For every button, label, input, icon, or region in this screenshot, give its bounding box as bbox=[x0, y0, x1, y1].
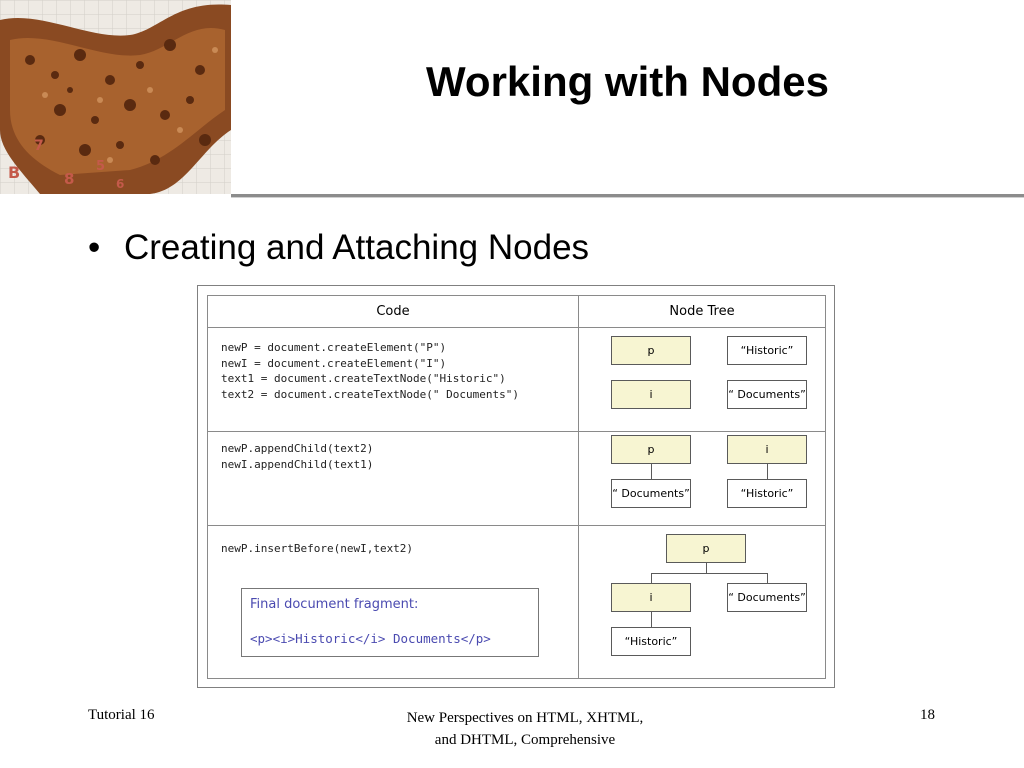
node-text-documents: “ Documents” bbox=[611, 479, 691, 508]
svg-text:5: 5 bbox=[96, 159, 105, 174]
svg-text:6: 6 bbox=[116, 177, 124, 191]
node-i: i bbox=[611, 380, 691, 409]
node-p: p bbox=[666, 534, 746, 563]
svg-text:B: B bbox=[8, 163, 20, 182]
tree-connector bbox=[651, 573, 768, 574]
header-divider bbox=[208, 327, 825, 328]
tree-connector bbox=[767, 464, 768, 479]
slide-title: Working with Nodes bbox=[426, 58, 829, 105]
node-p: p bbox=[611, 435, 691, 464]
code-row-1: newP = document.createElement("P") newI … bbox=[221, 341, 520, 401]
svg-text:8: 8 bbox=[64, 170, 74, 188]
node-text-historic: “Historic” bbox=[727, 336, 807, 365]
tree-connector bbox=[767, 573, 768, 583]
node-i: i bbox=[611, 583, 691, 612]
page-number: 18 bbox=[920, 707, 935, 723]
footer-book-title-line1: New Perspectives on HTML, XHTML, bbox=[406, 710, 644, 726]
bullet-text: Creating and Attaching Nodes bbox=[124, 228, 590, 267]
header-node-tree: Node Tree bbox=[669, 304, 735, 319]
title-divider-shadow bbox=[231, 197, 1024, 198]
final-fragment-box: Final document fragment: <p><i>Historic<… bbox=[241, 588, 539, 657]
node-i: i bbox=[727, 435, 807, 464]
tree-connector bbox=[706, 563, 707, 573]
svg-text:7: 7 bbox=[34, 138, 44, 154]
tree-connector bbox=[651, 573, 652, 583]
footer-book-title: New Perspectives on HTML, XHTML, and DHT… bbox=[330, 707, 720, 751]
final-fragment-code: <p><i>Historic</i> Documents</p> bbox=[250, 631, 491, 646]
node-figure: Code Node Tree newP = document.createEle… bbox=[197, 285, 835, 688]
tree-connector bbox=[651, 464, 652, 479]
final-fragment-title: Final document fragment: bbox=[250, 597, 419, 612]
node-text-historic: “Historic” bbox=[727, 479, 807, 508]
bullet-dot-icon: • bbox=[88, 228, 101, 267]
footer-tutorial: Tutorial 16 bbox=[88, 707, 155, 723]
node-p: p bbox=[611, 336, 691, 365]
node-text-historic: “Historic” bbox=[611, 627, 691, 656]
column-divider bbox=[578, 296, 579, 678]
code-row-2: newP.appendChild(text2) newI.appendChild… bbox=[221, 442, 374, 471]
header-code: Code bbox=[376, 304, 410, 319]
code-node-table: Code Node Tree newP = document.createEle… bbox=[207, 295, 826, 679]
title-divider bbox=[231, 194, 1024, 197]
footer-book-title-line2: and DHTML, Comprehensive bbox=[434, 732, 616, 748]
node-text-documents: “ Documents” bbox=[727, 583, 807, 612]
code-row-3: newP.insertBefore(newI,text2) bbox=[221, 542, 414, 555]
row-divider-1 bbox=[208, 431, 825, 432]
bullet-item: • Creating and Attaching Nodes bbox=[88, 228, 589, 268]
node-text-documents: “ Documents” bbox=[727, 380, 807, 409]
row-divider-2 bbox=[208, 525, 825, 526]
tree-connector bbox=[651, 612, 652, 627]
header-letters-image: B 7 8 5 6 bbox=[0, 0, 231, 194]
